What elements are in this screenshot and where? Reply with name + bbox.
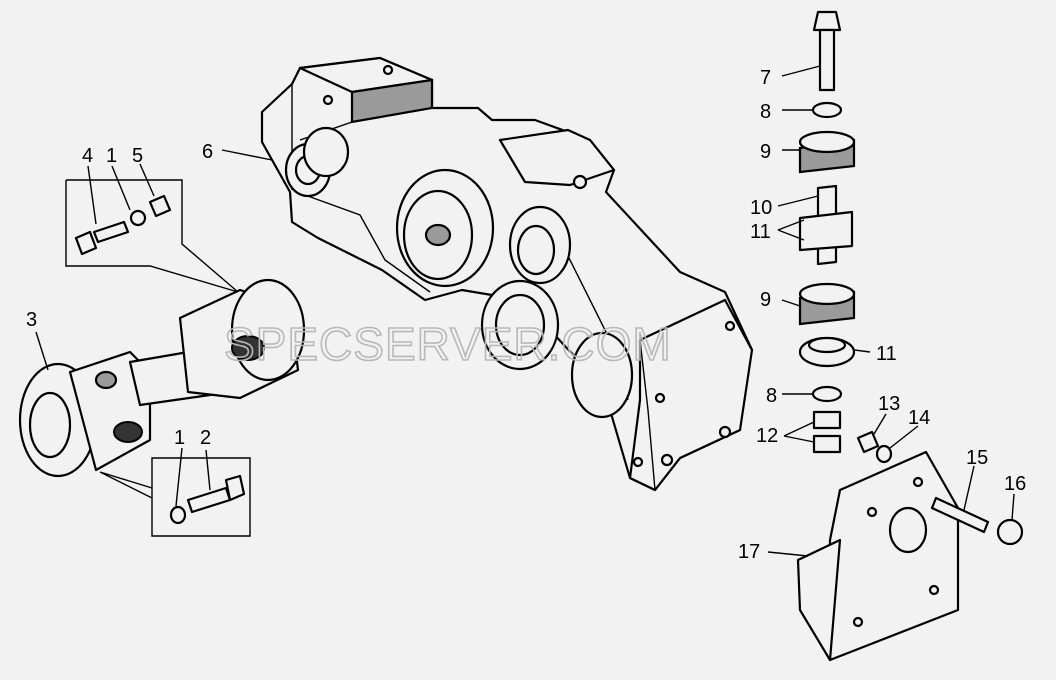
fastener-box-lower xyxy=(99,457,251,537)
callout-7: 7 xyxy=(760,67,771,89)
callout-1-upper: 1 xyxy=(106,145,117,167)
cardan-shaft xyxy=(18,278,306,478)
callout-17: 17 xyxy=(738,541,760,563)
mount-stack xyxy=(798,10,856,454)
callout-11-lower: 11 xyxy=(876,343,897,365)
callout-16: 16 xyxy=(1004,473,1026,495)
fastener-box-upper xyxy=(65,179,239,293)
callout-6: 6 xyxy=(202,141,213,163)
callout-14: 14 xyxy=(908,407,930,429)
callout-labels: 4 1 5 6 3 1 2 7 8 9 10 11 9 11 8 12 13 1… xyxy=(26,67,1026,563)
callout-2: 2 xyxy=(200,427,211,449)
callout-3: 3 xyxy=(26,309,37,331)
gearbox-housing xyxy=(260,56,754,492)
callout-4: 4 xyxy=(82,145,93,167)
bracket-assembly xyxy=(796,450,1024,662)
callout-15: 15 xyxy=(966,447,988,469)
callout-10: 10 xyxy=(750,197,772,219)
callout-9-lower: 9 xyxy=(760,289,771,311)
nut-washer-13-14 xyxy=(856,430,893,464)
callout-13: 13 xyxy=(878,393,900,415)
callout-11-upper: 11 xyxy=(750,221,771,243)
callout-12: 12 xyxy=(756,425,778,447)
callout-9-upper: 9 xyxy=(760,141,771,163)
callout-8-upper: 8 xyxy=(760,101,771,123)
leader-lines xyxy=(35,65,1015,557)
callout-1-lower: 1 xyxy=(174,427,185,449)
callout-5: 5 xyxy=(132,145,143,167)
watermark-text: SPECSERVER.COM xyxy=(224,318,672,370)
callout-8-lower: 8 xyxy=(766,385,777,407)
